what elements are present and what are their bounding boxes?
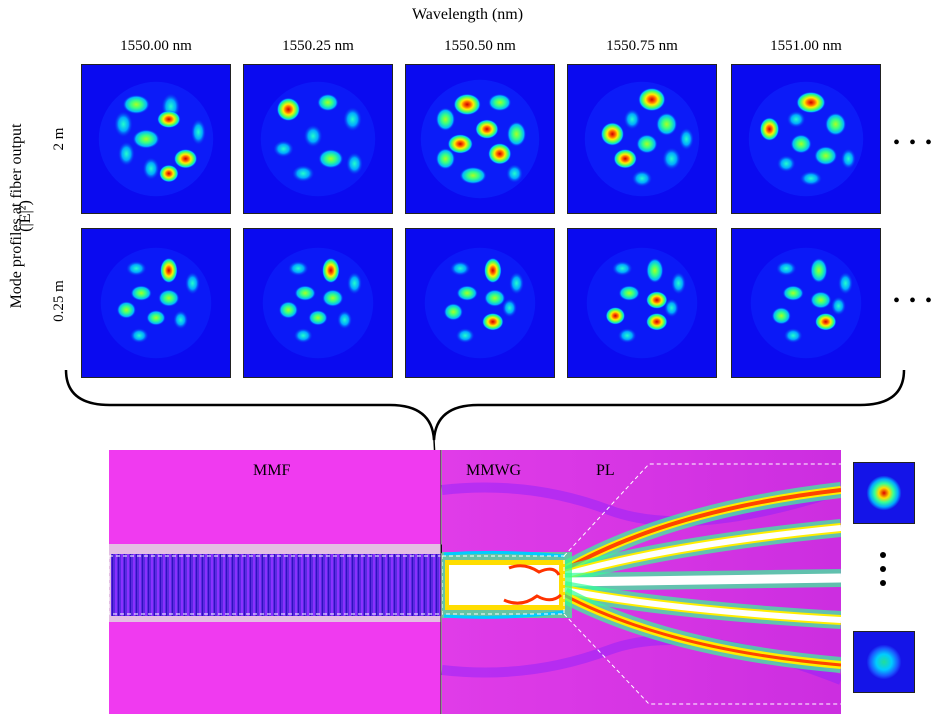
wavelength-label-4: 1550.75 nm [606,38,678,54]
mode-profile-2m-1551-00 [731,64,881,214]
mmf-label: MMF [253,462,291,479]
mode-profile-025m-1550-50 [405,228,555,378]
wavelength-label-2: 1550.25 nm [282,38,354,54]
mode-profile-025m-1550-25 [243,228,393,378]
row-label-025m: 0.25 m [51,280,67,322]
pl-label: PL [596,462,615,479]
wavelength-label-5: 1551.00 nm [770,38,842,54]
mode-profile-025m-1551-00 [731,228,881,378]
simulation-field-map [109,450,841,714]
field-intensity-label: (|E|²) [17,200,34,232]
mode-profile-2m-1550-25 [243,64,393,214]
wavelength-axis-title: Wavelength (nm) [411,6,524,23]
output-mode-inset-1 [853,462,915,524]
row-label-2m: 2 m [51,127,67,151]
row-continuation-dots-2: • • • [893,290,935,312]
vertical-ellipsis [878,548,888,594]
mmwg-label: MMWG [466,462,522,479]
output-mode-inset-2 [853,631,915,693]
mode-profile-2m-1550-75 [567,64,717,214]
mode-profile-2m-1550-00 [81,64,231,214]
mode-profile-025m-1550-00 [81,228,231,378]
row-continuation-dots-1: • • • [893,132,935,154]
wavelength-label-3: 1550.50 nm [444,38,516,54]
mode-profile-2m-1550-50 [405,64,555,214]
wavelength-label-1: 1550.00 nm [120,38,192,54]
mode-profile-025m-1550-75 [567,228,717,378]
